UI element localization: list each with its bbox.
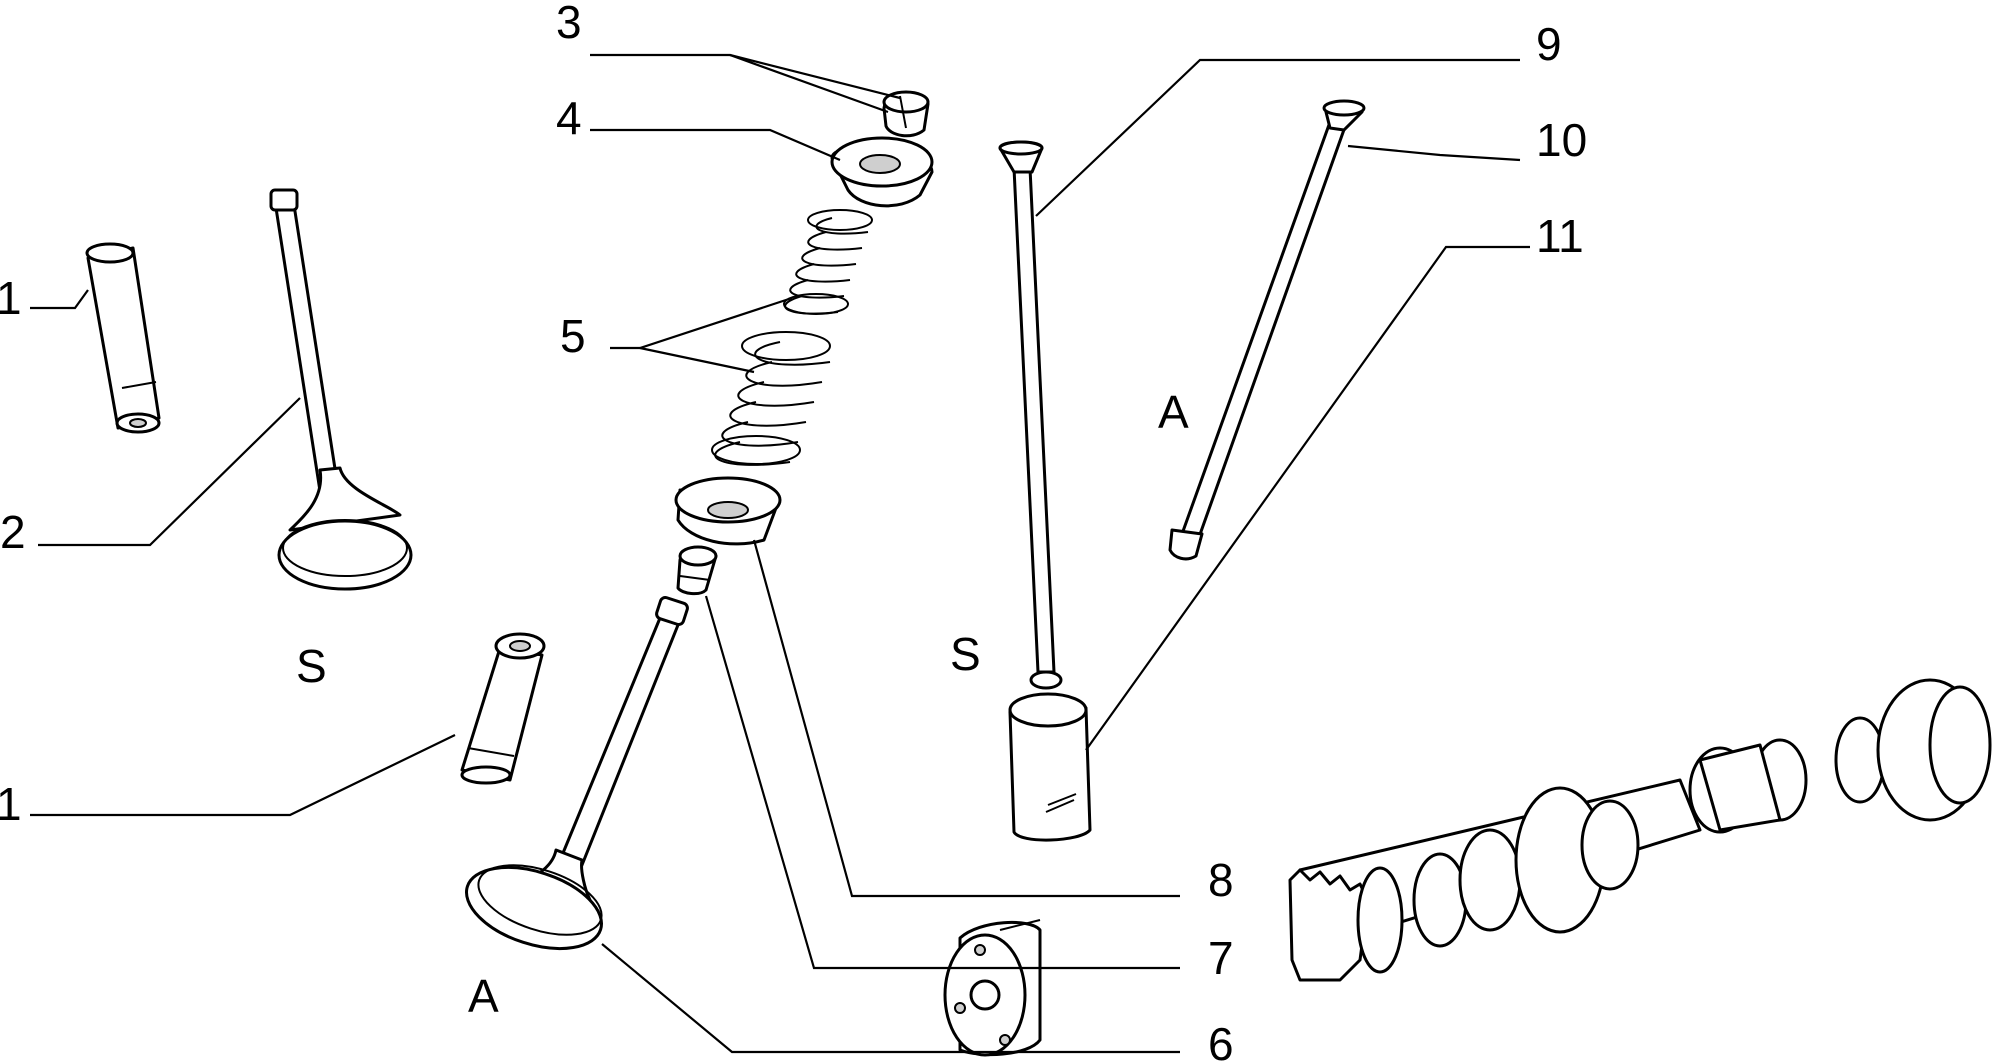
- leader-5a: [610, 296, 793, 350]
- leader-lines: [30, 53, 1530, 1054]
- leader-1a: [30, 289, 89, 310]
- leader-2: [38, 397, 301, 547]
- leader-7: [704, 595, 1180, 970]
- leader-10: [1347, 144, 1521, 162]
- label-a-pushrod: A: [1158, 386, 1189, 438]
- valve-a: [465, 596, 689, 950]
- callout-4: 4: [556, 92, 582, 144]
- pushrod-s: [998, 140, 1063, 690]
- valve-s: [269, 188, 413, 591]
- valve-stem-seal: [676, 545, 718, 596]
- callout-1-upper: 1: [0, 272, 22, 324]
- leader-8: [752, 539, 1180, 898]
- camshaft-sprocket: [943, 919, 1042, 1057]
- valve-cotters: [882, 90, 930, 138]
- callout-2: 2: [0, 506, 26, 558]
- spring-seat: [674, 476, 782, 546]
- callout-9: 9: [1536, 18, 1562, 70]
- leader-3b: [729, 53, 901, 100]
- leader-4: [590, 128, 841, 162]
- leader-5b: [639, 346, 755, 374]
- valve-guide-lower: [460, 632, 546, 785]
- callout-numbers: 1 2 1 3 4 5 9 10 11 8 7 6: [0, 0, 1587, 1063]
- callout-8: 8: [1208, 854, 1234, 906]
- callout-3: 3: [556, 0, 582, 48]
- callout-1-lower: 1: [0, 778, 22, 830]
- leader-6: [601, 943, 1180, 1054]
- valve-springs: [711, 209, 873, 466]
- leader-1b: [30, 734, 456, 817]
- camshaft: [1288, 678, 1992, 982]
- leader-9: [1035, 58, 1520, 217]
- pushrod-a: [1168, 99, 1366, 561]
- label-s-valve: S: [296, 640, 327, 692]
- leader-11: [1085, 245, 1530, 751]
- callout-10: 10: [1536, 114, 1587, 166]
- valve-guide-upper: [85, 242, 161, 434]
- tappet: [1008, 692, 1092, 842]
- callout-11: 11: [1536, 210, 1584, 262]
- spring-retainer: [830, 136, 934, 208]
- label-s-pushrod: S: [950, 628, 981, 680]
- callout-5: 5: [560, 310, 586, 362]
- callout-7: 7: [1208, 932, 1234, 984]
- label-a-valve: A: [468, 970, 499, 1022]
- group-labels: S A S A: [296, 386, 1189, 1022]
- callout-6: 6: [1208, 1018, 1234, 1063]
